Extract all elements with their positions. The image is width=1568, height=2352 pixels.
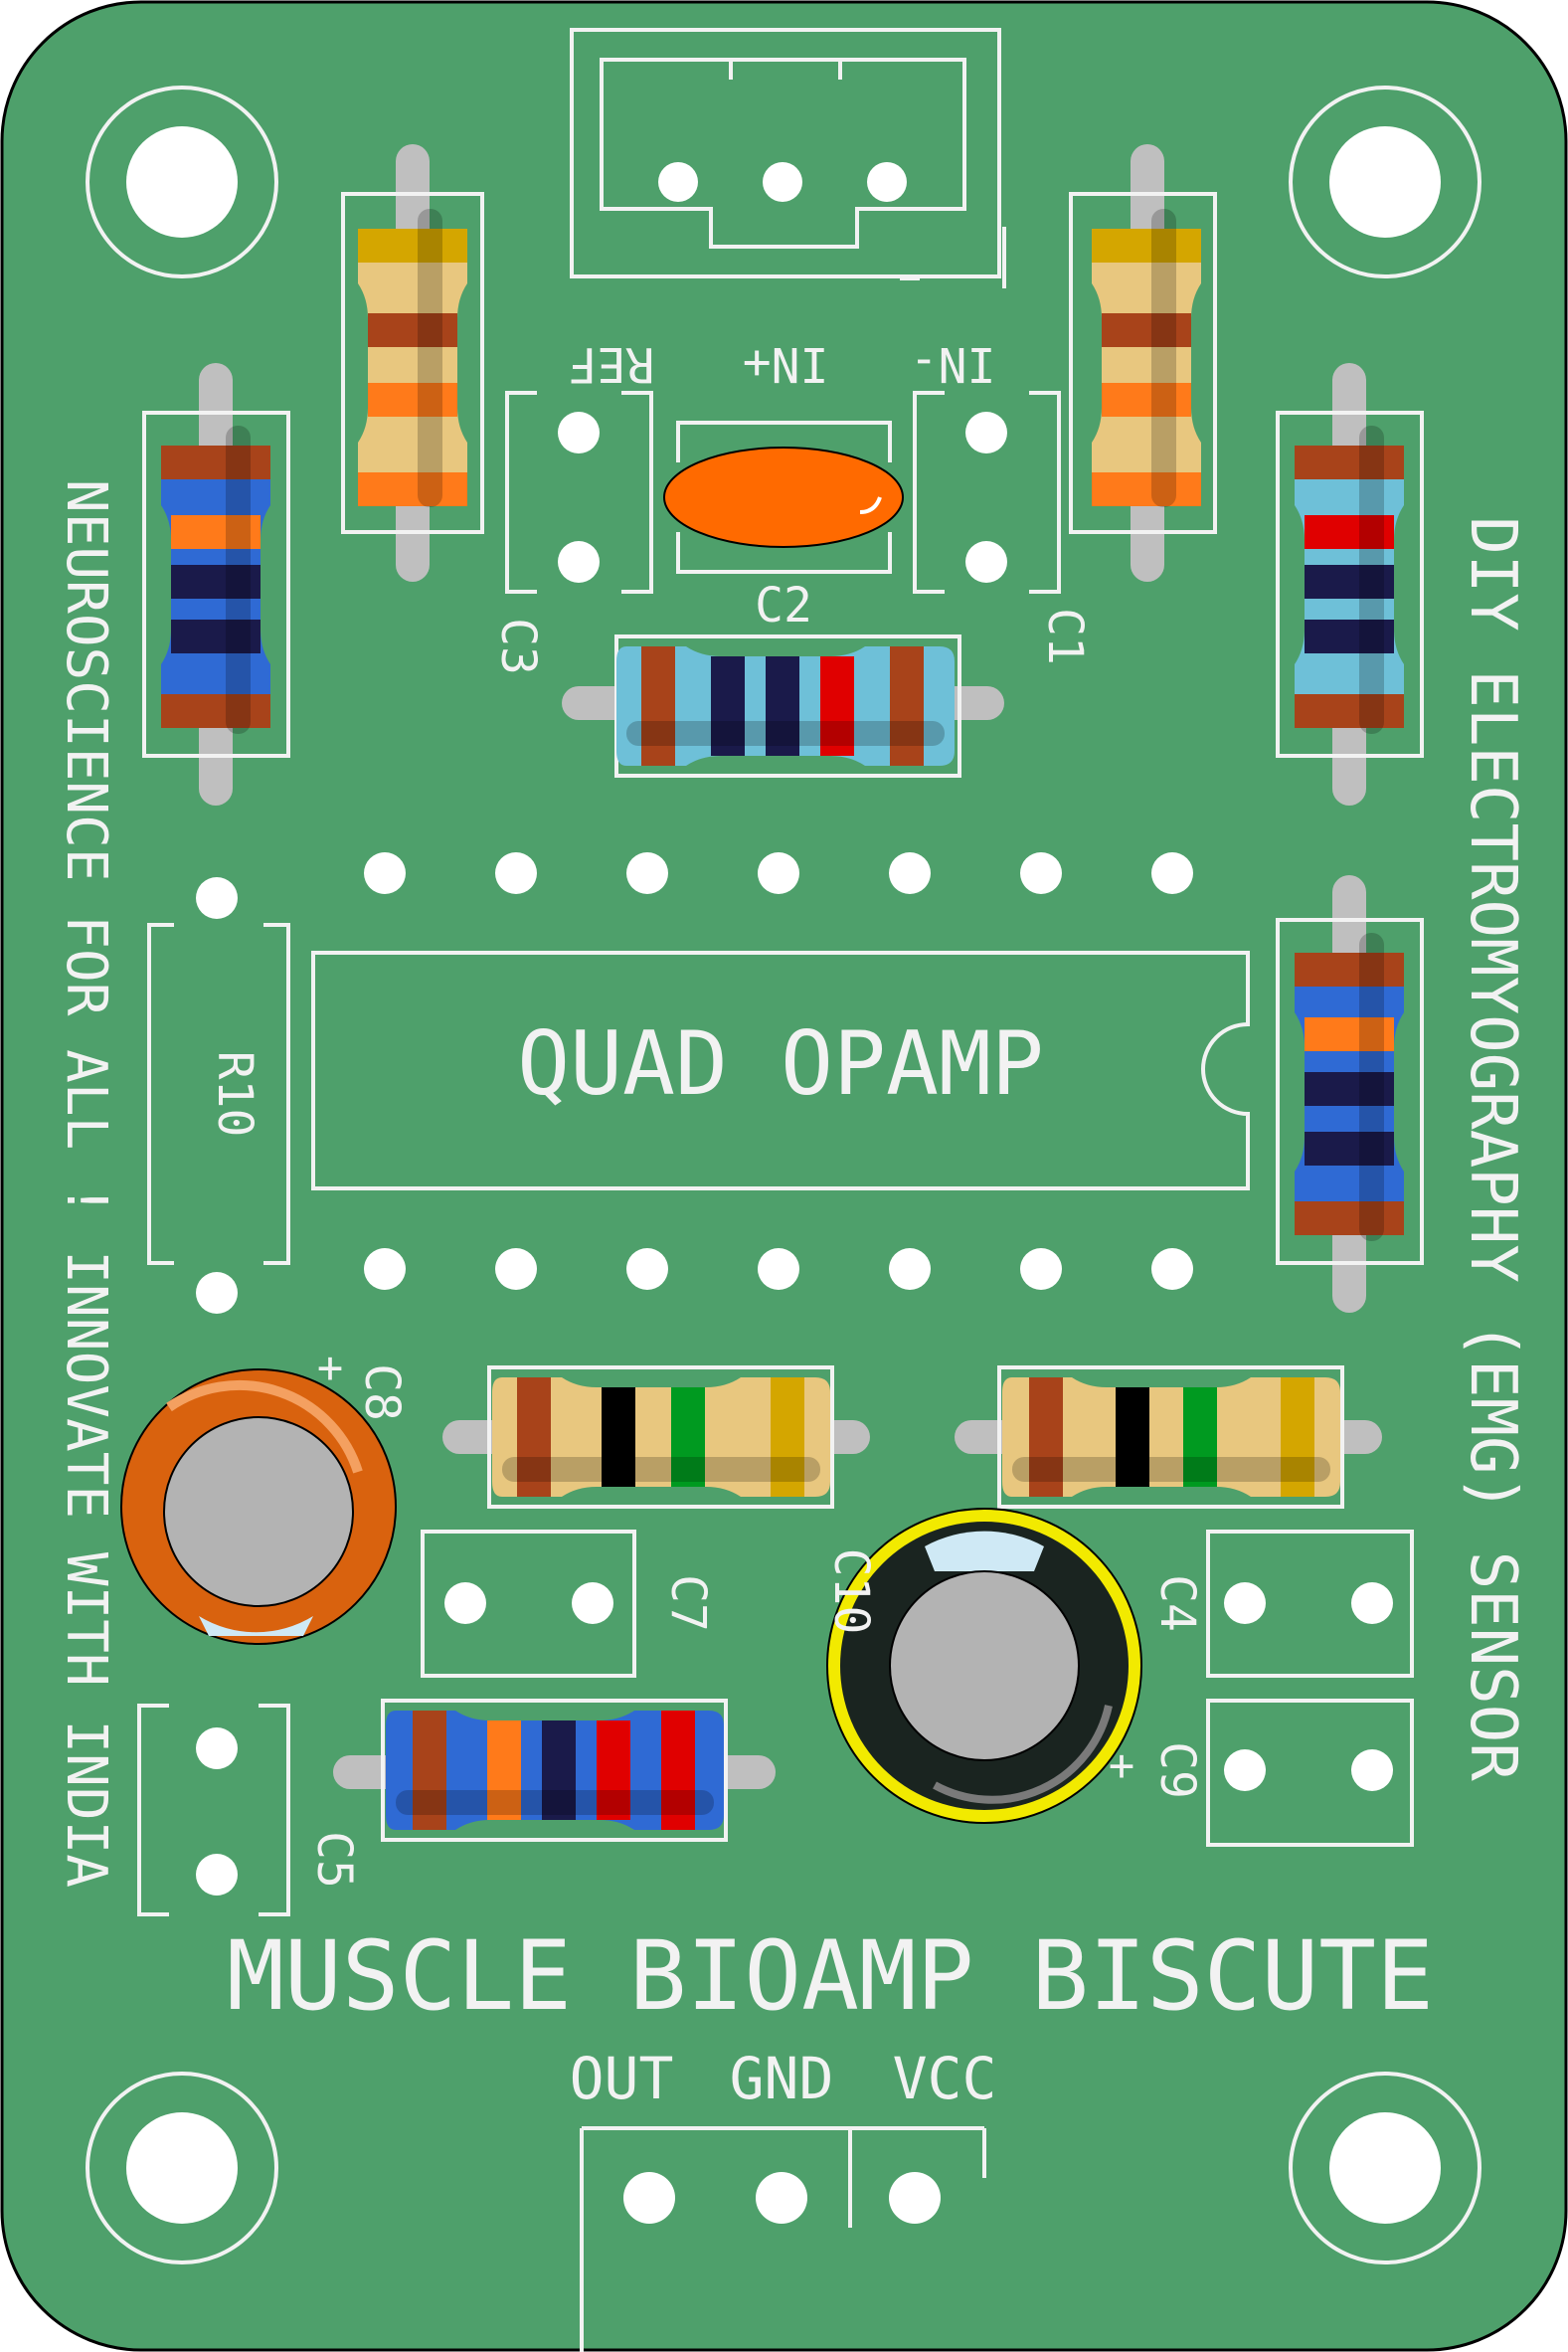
capacitor-c1: C1 [913, 391, 1093, 665]
pin-label-gnd: GND [730, 2045, 834, 2112]
capacitor-c2: C2 [663, 421, 904, 633]
resistor-top-right [1069, 144, 1217, 582]
board-title: MUSCLE BIOAMP BISCUTE [227, 1920, 1434, 2032]
label-c7: C7 [660, 1574, 716, 1632]
label-c4: C4 [1149, 1574, 1205, 1632]
resistor-center-horizontal [562, 634, 1004, 778]
mounting-hole-top-left [86, 86, 278, 278]
label-c2: C2 [755, 578, 812, 633]
input-pad-2 [763, 162, 802, 202]
ic-pads-top [364, 852, 1193, 894]
input-connector: REF IN+ IN- [569, 28, 1006, 392]
output-pad-2 [756, 2172, 807, 2224]
input-pad-3 [867, 162, 907, 202]
c9-polarity: + [1109, 1740, 1135, 1791]
c8-polarity: + [317, 1343, 344, 1393]
capacitor-c8: + C8 [120, 1343, 410, 1645]
capacitor-c4: C4 [1149, 1530, 1414, 1678]
pin-label-out: OUT [570, 2045, 674, 2112]
label-c3: C3 [490, 618, 546, 675]
capacitor-c3: C3 [490, 391, 653, 675]
pin-label-in-plus: IN+ [743, 336, 829, 392]
pin-label-ref: REF [569, 336, 655, 392]
label-c9: C9 [1149, 1741, 1205, 1799]
capacitor-c9: + C9 [1109, 1699, 1414, 1847]
output-pad-3 [889, 2172, 941, 2224]
mounting-hole-bottom-left [86, 2072, 278, 2264]
capacitor-c10: C10 [823, 1508, 1142, 1824]
label-c8: C8 [354, 1363, 410, 1421]
mounting-hole-bottom-right [1289, 2072, 1481, 2264]
capacitor-c5: C5 [137, 1704, 362, 1916]
resistor-r10: R10 [147, 877, 290, 1314]
ic-quad-opamp: QUAD OPAMP [311, 951, 1250, 1190]
label-c10: C10 [823, 1548, 879, 1635]
output-pad-1 [623, 2172, 675, 2224]
resistor-top-left [341, 144, 484, 582]
input-pad-1 [658, 162, 698, 202]
resistor-right-middle [1276, 875, 1424, 1313]
resistor-beige-right [955, 1365, 1382, 1509]
capacitor-c7: C7 [421, 1530, 716, 1678]
ic-pads-bottom [364, 1248, 1193, 1290]
ic-label: QUAD OPAMP [517, 1012, 1044, 1115]
output-connector: OUT GND VCC [570, 2045, 997, 2352]
label-c5: C5 [306, 1831, 362, 1889]
label-c1: C1 [1037, 608, 1093, 665]
pin-label-vcc: VCC [893, 2045, 997, 2112]
side-text-right: DIY ELECTROMYOGRAPHY (EMG) SENSOR [1456, 516, 1529, 1781]
label-r10: R10 [207, 1051, 262, 1138]
resistor-left-blue [142, 363, 290, 806]
mounting-hole-top-right [1289, 86, 1481, 278]
pin-label-in-minus: IN- [910, 336, 996, 392]
resistor-right-lightblue [1276, 363, 1424, 806]
resistor-beige-left [442, 1365, 870, 1509]
resistor-blue-bottom [333, 1699, 776, 1842]
side-text-left: NEUROSCIENCE FOR ALL ! INNOVATE WITH IND… [54, 479, 118, 1888]
